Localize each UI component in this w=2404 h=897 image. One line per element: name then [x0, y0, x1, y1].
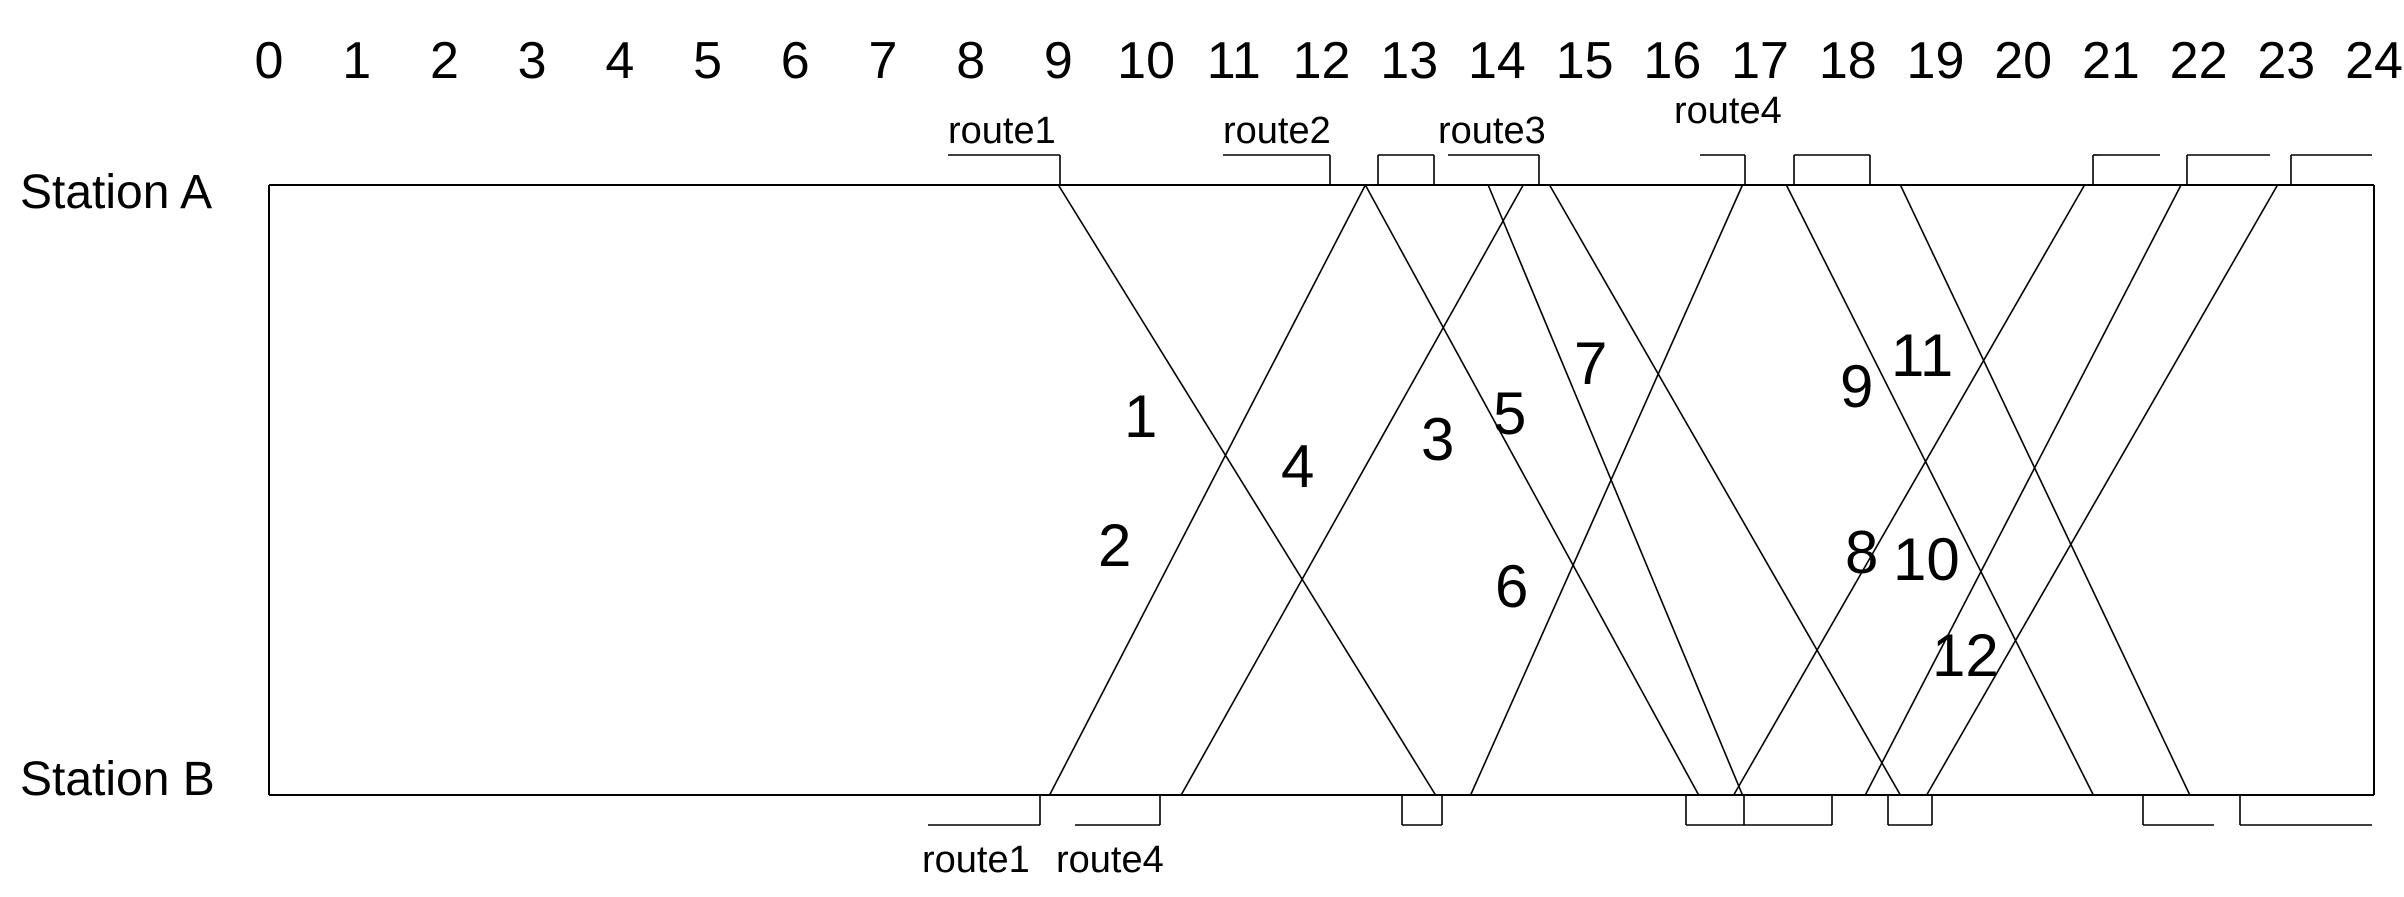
hour-tick-label: 7 [868, 32, 897, 90]
route1-bottom-label: route1 [922, 839, 1030, 881]
route2-top-label: route2 [1223, 110, 1331, 152]
route-markers-top [948, 154, 2372, 185]
hour-tick-label: 1 [342, 32, 371, 90]
train-path-11 [1899, 184, 2191, 796]
hour-tick-label: 3 [518, 32, 547, 90]
train-label-4: 4 [1281, 433, 1314, 500]
train-label-12: 12 [1932, 622, 1999, 689]
train-path-9 [1785, 184, 2095, 796]
hour-tick-label: 2 [430, 32, 459, 90]
train-path-8 [1733, 184, 2086, 796]
hour-tick-label: 4 [605, 32, 634, 90]
hour-tick-label: 6 [781, 32, 810, 90]
train-label-11: 11 [1891, 322, 1953, 389]
train-label-2: 2 [1098, 512, 1131, 579]
hour-tick-label: 24 [2345, 32, 2403, 90]
route4-bottom-label: route4 [1056, 839, 1164, 881]
route4-top-label: route4 [1674, 90, 1782, 132]
hour-tick-label: 12 [1293, 32, 1351, 90]
hour-tick-label: 10 [1117, 32, 1175, 90]
hour-tick-label: 15 [1556, 32, 1614, 90]
hour-tick-label: 22 [2170, 32, 2228, 90]
route1-top-label: route1 [948, 110, 1056, 152]
hour-tick-label: 18 [1819, 32, 1877, 90]
route-markers-bottom [928, 795, 2372, 826]
train-path-12 [1925, 184, 2279, 796]
train-path-3 [1364, 184, 1700, 796]
hour-tick-label: 13 [1380, 32, 1438, 90]
station-b-label: Station B [20, 753, 215, 806]
train-label-9: 9 [1840, 353, 1873, 420]
train-label-1: 1 [1124, 383, 1157, 450]
train-path-7 [1548, 184, 1902, 796]
hour-tick-label: 20 [1994, 32, 2052, 90]
hour-tick-label: 17 [1731, 32, 1789, 90]
station-a-label: Station A [20, 166, 212, 219]
train-label-3: 3 [1421, 406, 1454, 473]
train-paths [1048, 184, 2279, 796]
route3-top-label: route3 [1438, 110, 1546, 152]
hour-tick-label: 8 [956, 32, 985, 90]
train-path-1 [1057, 184, 1437, 796]
train-path-10 [1864, 184, 2182, 796]
train-path-6 [1469, 184, 1744, 796]
hour-tick-label: 21 [2082, 32, 2140, 90]
train-label-7: 7 [1574, 330, 1607, 397]
train-label-10: 10 [1893, 526, 1960, 593]
train-label-6: 6 [1495, 553, 1528, 620]
hour-tick-label: 9 [1044, 32, 1073, 90]
train-path-5 [1487, 184, 1744, 796]
hour-tick-label: 16 [1643, 32, 1701, 90]
hour-tick-label: 14 [1468, 32, 1526, 90]
hour-tick-label: 23 [2257, 32, 2315, 90]
train-label-5: 5 [1493, 380, 1526, 447]
train-label-8: 8 [1845, 519, 1878, 586]
hour-tick-label: 11 [1207, 32, 1261, 90]
hour-tick-label: 0 [255, 32, 284, 90]
train-path-4 [1180, 184, 1524, 796]
hour-tick-label: 19 [1907, 32, 1965, 90]
hour-tick-label: 5 [693, 32, 722, 90]
train-path-2 [1048, 184, 1367, 796]
